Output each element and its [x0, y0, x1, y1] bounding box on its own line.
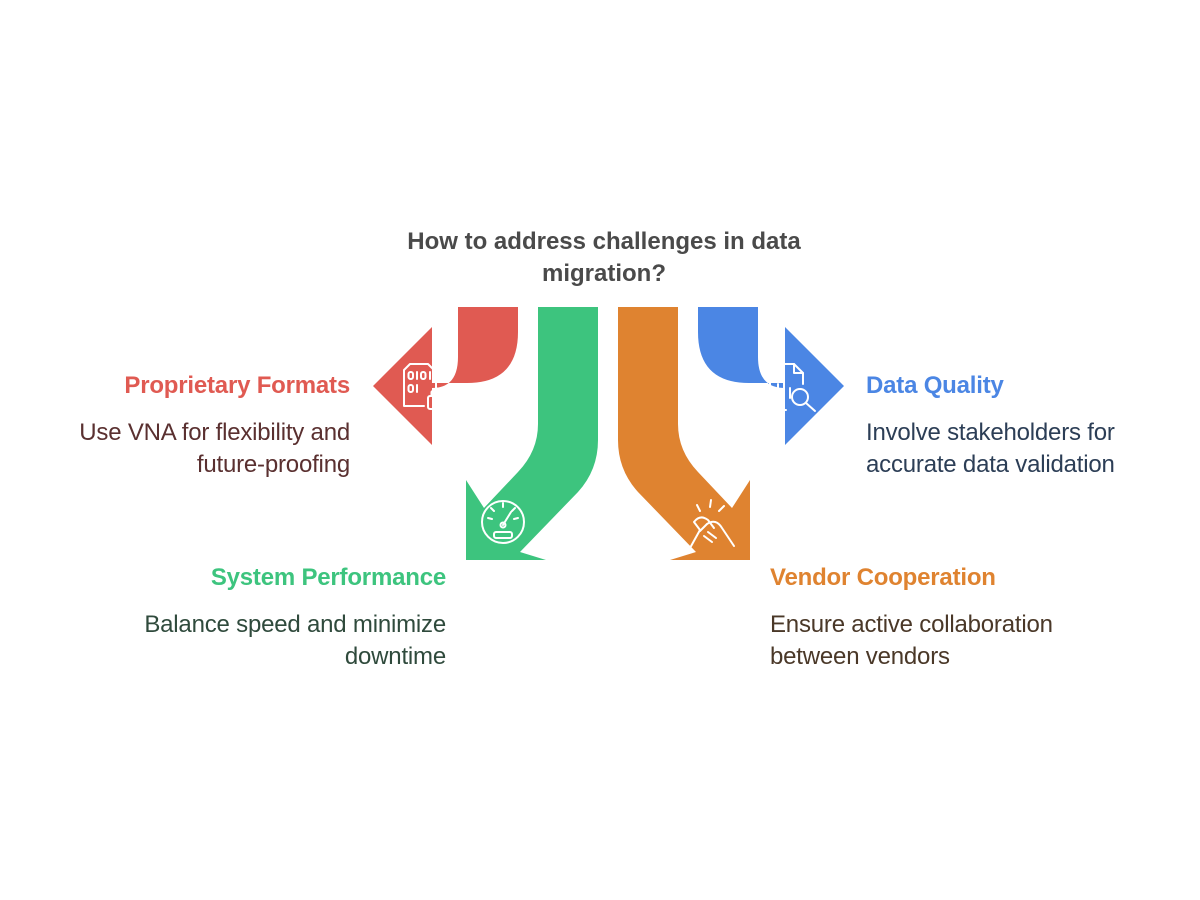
handshake-icon: [689, 499, 735, 549]
vendor-cooperation-description: Ensure active collaboration between vend…: [770, 609, 1150, 673]
binary-file-lock-icon: [403, 363, 447, 410]
vendor-desc-line-2: between vendors: [770, 643, 950, 670]
proprietary-desc-line-1: Use VNA for flexibility and: [79, 419, 350, 446]
proprietary-formats-heading: Proprietary Formats: [124, 372, 350, 399]
vendor-arrow: [618, 307, 750, 560]
vendor-desc-line-1: Ensure active collaboration: [770, 611, 1053, 638]
system-performance-block: System Performance Balance speed and min…: [80, 563, 446, 673]
data-quality-description: Involve stakeholders for accurate data v…: [866, 417, 1186, 481]
data-quality-block: Data Quality Involve stakeholders for ac…: [866, 371, 1186, 481]
system-desc-line-2: downtime: [344, 643, 446, 670]
quality-arrow: [698, 307, 844, 445]
speedometer-icon: [481, 500, 525, 544]
quality-desc-line-1: Involve stakeholders for: [866, 419, 1115, 446]
document-chart-search-icon: [769, 363, 816, 412]
vendor-cooperation-block: Vendor Cooperation Ensure active collabo…: [770, 563, 1150, 673]
proprietary-formats-description: Use VNA for flexibility and future-proof…: [20, 417, 350, 481]
vendor-cooperation-heading: Vendor Cooperation: [770, 564, 996, 591]
title-line-1: How to address challenges in data: [407, 228, 801, 255]
diagram-title: How to address challenges in data migrat…: [340, 226, 868, 290]
proprietary-desc-line-2: future-proofing: [196, 451, 350, 478]
data-quality-heading: Data Quality: [866, 372, 1004, 399]
proprietary-arrow: [373, 307, 518, 445]
system-desc-line-1: Balance speed and minimize: [144, 611, 446, 638]
proprietary-formats-block: Proprietary Formats Use VNA for flexibil…: [20, 371, 350, 481]
quality-desc-line-2: accurate data validation: [866, 451, 1115, 478]
system-performance-heading: System Performance: [210, 564, 446, 591]
title-line-2: migration?: [542, 260, 666, 287]
system-arrow: [466, 307, 598, 560]
system-performance-description: Balance speed and minimize downtime: [80, 609, 446, 673]
